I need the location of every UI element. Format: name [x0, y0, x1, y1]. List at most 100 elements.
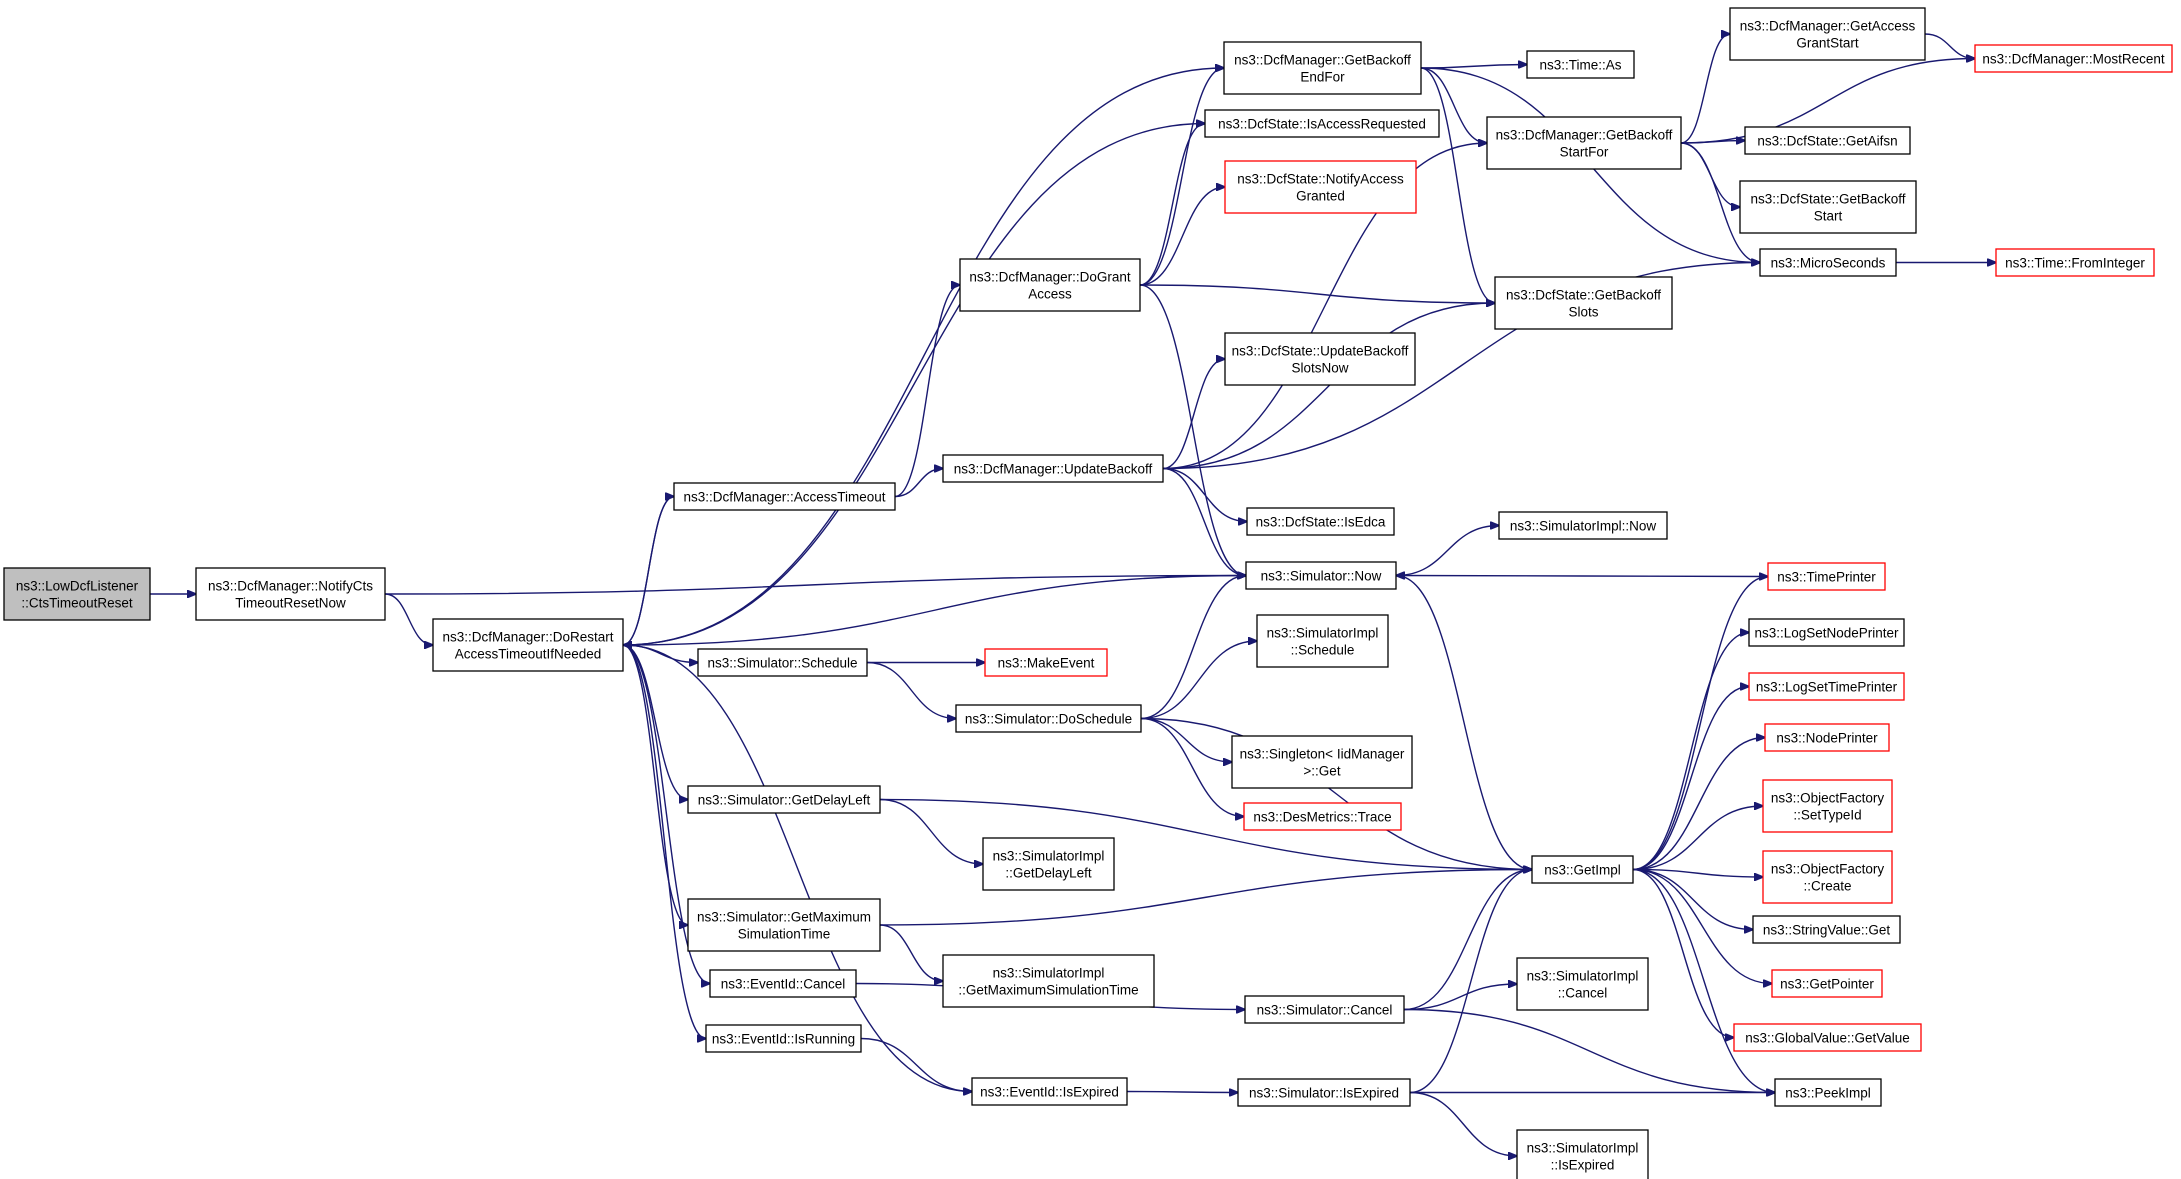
edge-updatebackoff-to-updatebackoffslots [1162, 359, 1225, 470]
node-objfactcreate[interactable]: ns3::ObjectFactory::Create [1762, 850, 1893, 904]
node-stringvalueget[interactable]: ns3::StringValue::Get [1752, 915, 1901, 944]
node-box [1498, 511, 1668, 540]
edge-updatebackoff-to-simnow [1162, 467, 1246, 576]
node-doschedule[interactable]: ns3::Simulator::DoSchedule [955, 704, 1142, 733]
edge-getbackoffend-to-timeas [1420, 65, 1527, 69]
node-getdelayleft[interactable]: ns3::Simulator::GetDelayLeft [687, 785, 881, 814]
edge-simcancel-to-peekimpl [1403, 1008, 1775, 1093]
edge-dorestart-to-getbackoffend [622, 68, 1224, 646]
node-box [1748, 618, 1905, 647]
node-simisexpired[interactable]: ns3::Simulator::IsExpired [1237, 1078, 1411, 1107]
node-fromint[interactable]: ns3::Time::FromInteger [1995, 248, 2155, 277]
node-nodeprinter[interactable]: ns3::NodePrinter [1764, 723, 1890, 752]
node-label: Slots [1568, 305, 1598, 320]
node-box [687, 898, 881, 952]
node-timeas[interactable]: ns3::Time::As [1526, 50, 1635, 79]
node-simimplgetdelay[interactable]: ns3::SimulatorImpl::GetDelayLeft [982, 837, 1115, 891]
node-label: ns3::GetPointer [1780, 977, 1874, 992]
node-logsetnodeprinter[interactable]: ns3::LogSetNodePrinter [1748, 618, 1905, 647]
node-isedca[interactable]: ns3::DcfState::IsEdca [1246, 507, 1395, 536]
node-label: ns3::SimulatorImpl [1527, 969, 1639, 984]
node-label: ns3::NodePrinter [1776, 731, 1878, 746]
node-label: AccessTimeoutIfNeeded [455, 647, 602, 662]
node-simcancel[interactable]: ns3::Simulator::Cancel [1244, 995, 1405, 1024]
node-accesstimeout[interactable]: ns3::DcfManager::AccessTimeout [673, 482, 896, 511]
node-makeevent[interactable]: ns3::MakeEvent [984, 648, 1108, 677]
node-label: EndFor [1300, 70, 1345, 85]
node-objfactsettypeid[interactable]: ns3::ObjectFactory::SetTypeId [1762, 779, 1893, 833]
node-getimpl[interactable]: ns3::GetImpl [1531, 855, 1634, 884]
node-label: ns3::SimulatorImpl [993, 849, 1105, 864]
node-simimplcancel[interactable]: ns3::SimulatorImpl::Cancel [1516, 957, 1649, 1011]
node-box [1245, 561, 1397, 590]
node-label: >::Get [1303, 764, 1340, 779]
node-box [1974, 44, 2173, 73]
node-notify[interactable]: ns3::DcfManager::NotifyCtsTimeoutResetNo… [195, 567, 386, 621]
node-getpointer[interactable]: ns3::GetPointer [1771, 969, 1883, 998]
edge-getbackoffend-to-getbackoffstart [1420, 67, 1487, 143]
edge-getdelayleft-to-getimpl [879, 798, 1532, 870]
node-timeprinter[interactable]: ns3::TimePrinter [1767, 562, 1886, 591]
node-desmetrics[interactable]: ns3::DesMetrics::Trace [1243, 802, 1402, 831]
node-label: ns3::EventId::IsRunning [712, 1032, 855, 1047]
edge-getbackoffstart-to-getaifsn [1680, 141, 1745, 144]
node-box [955, 704, 1142, 733]
node-mostrecent[interactable]: ns3::DcfManager::MostRecent [1974, 44, 2173, 73]
node-box [1995, 248, 2155, 277]
node-label: ns3::DcfState::IsAccessRequested [1218, 117, 1426, 132]
node-updatebackoff[interactable]: ns3::DcfManager::UpdateBackoff [942, 454, 1164, 483]
node-simnow[interactable]: ns3::Simulator::Now [1245, 561, 1397, 590]
node-isaccessrequested[interactable]: ns3::DcfState::IsAccessRequested [1204, 109, 1440, 138]
node-logsettimeprinter[interactable]: ns3::LogSetTimePrinter [1748, 672, 1905, 701]
node-label: ns3::DcfManager::GetBackoff [1496, 128, 1673, 143]
node-eventcancel[interactable]: ns3::EventId::Cancel [709, 969, 857, 998]
node-eventisexpired[interactable]: ns3::EventId::IsExpired [971, 1077, 1128, 1106]
node-box [1771, 969, 1883, 998]
edge-accesstimeout-to-dorestart [623, 495, 675, 646]
edge-eventisexpired-to-simisexpired [1126, 1092, 1238, 1093]
node-singleton[interactable]: ns3::Singleton< IidManager>::Get [1231, 735, 1413, 789]
node-box [971, 1077, 1128, 1106]
node-label: ns3::ObjectFactory [1771, 791, 1885, 806]
node-box [1244, 995, 1405, 1024]
node-label: ns3::Singleton< IidManager [1240, 747, 1405, 762]
node-label: ns3::DcfManager::GetAccess [1740, 19, 1916, 34]
edge-dorestart-to-simnow [622, 576, 1246, 646]
node-label: ns3::SimulatorImpl [1267, 626, 1379, 641]
node-box [697, 648, 868, 677]
node-microseconds[interactable]: ns3::MicroSeconds [1759, 248, 1897, 277]
edge-getimpl-to-timeprinter [1632, 577, 1768, 871]
node-schedule[interactable]: ns3::Simulator::Schedule [697, 648, 868, 677]
node-label: ns3::PeekImpl [1785, 1086, 1871, 1101]
node-simimplschedule[interactable]: ns3::SimulatorImpl::Schedule [1256, 614, 1389, 668]
edge-notify-to-simnow [384, 576, 1246, 595]
node-peekimpl[interactable]: ns3::PeekImpl [1774, 1078, 1882, 1107]
edge-dorestart-to-isaccessrequested [622, 124, 1205, 646]
node-box [432, 618, 624, 672]
edge-dorestart-to-eventisrunning [622, 644, 706, 1039]
edge-timeprinter-to-simnow [1396, 576, 1769, 577]
node-eventisrunning[interactable]: ns3::EventId::IsRunning [705, 1024, 862, 1053]
node-box [1494, 276, 1673, 330]
node-simimplnow[interactable]: ns3::SimulatorImpl::Now [1498, 511, 1668, 540]
node-label: ns3::GlobalValue::GetValue [1745, 1031, 1910, 1046]
node-simimplisexpired[interactable]: ns3::SimulatorImpl::IsExpired [1516, 1129, 1649, 1179]
node-getmaxsim[interactable]: ns3::Simulator::GetMaximumSimulationTime [687, 898, 881, 952]
node-dorestart[interactable]: ns3::DcfManager::DoRestartAccessTimeoutI… [432, 618, 624, 672]
node-label: SimulationTime [738, 927, 831, 942]
node-label: ns3::DcfManager::DoRestart [442, 630, 613, 645]
node-label: ns3::DcfState::NotifyAccess [1237, 172, 1404, 187]
node-simimplgetmax[interactable]: ns3::SimulatorImpl::GetMaximumSimulation… [942, 954, 1155, 1008]
node-globalvalueget[interactable]: ns3::GlobalValue::GetValue [1733, 1023, 1922, 1052]
edge-simcancel-to-getimpl [1403, 870, 1532, 1011]
node-getaifsn[interactable]: ns3::DcfState::GetAifsn [1744, 126, 1911, 155]
edge-getbackoffend-to-getbackoffslots [1420, 67, 1495, 303]
